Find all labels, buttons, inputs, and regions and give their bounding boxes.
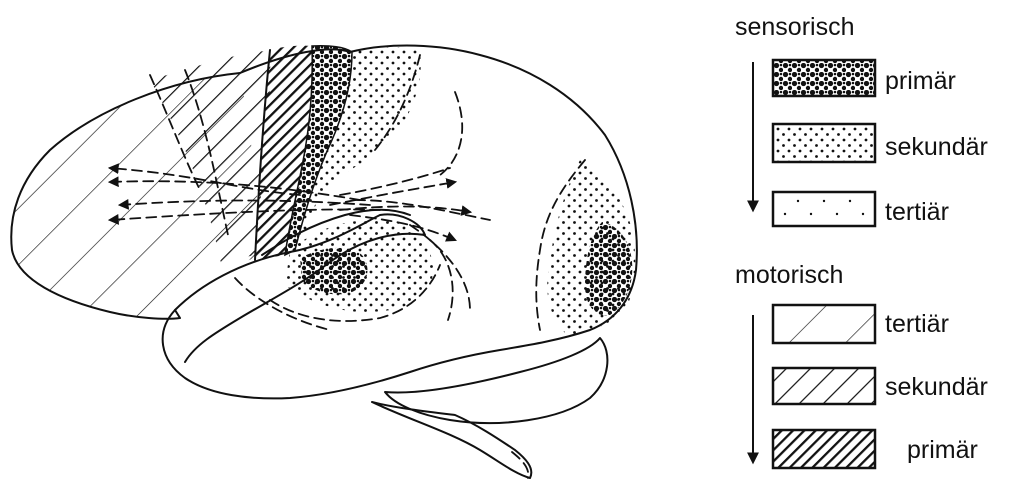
legend-label-motor-primary: primär: [907, 436, 978, 464]
legend-label-motor-tertiary: tertiär: [885, 310, 949, 338]
brainstem: [372, 402, 531, 478]
legend-item-motor-primary: primär: [773, 430, 978, 468]
swatch-motor-secondary: [773, 368, 875, 404]
legend-label-motor-secondary: sekundär: [885, 373, 988, 401]
legend-label-sensory-primary: primär: [885, 67, 956, 95]
swatch-sensory-secondary: [773, 124, 875, 162]
legend-item-motor-tertiary: tertiär: [773, 305, 949, 343]
legend-sensory-heading: sensorisch: [735, 13, 855, 41]
brain-drawing: [11, 46, 637, 478]
swatch-sensory-tertiary: [773, 192, 875, 226]
legend-item-sensory-secondary: sekundär: [773, 124, 988, 162]
swatch-sensory-primary: [773, 60, 875, 96]
legend-item-sensory-tertiary: tertiär: [773, 192, 949, 226]
swatch-motor-tertiary: [773, 305, 875, 343]
legend: sensorisch primär sekundär tertiär motor…: [735, 13, 988, 468]
legend-motor-heading: motorisch: [735, 261, 843, 289]
swatch-motor-primary: [773, 430, 875, 468]
association-boundary: [440, 92, 462, 175]
legend-item-motor-secondary: sekundär: [773, 368, 988, 404]
legend-label-sensory-secondary: sekundär: [885, 133, 988, 161]
legend-label-sensory-tertiary: tertiär: [885, 198, 949, 226]
legend-item-sensory-primary: primär: [773, 60, 956, 96]
